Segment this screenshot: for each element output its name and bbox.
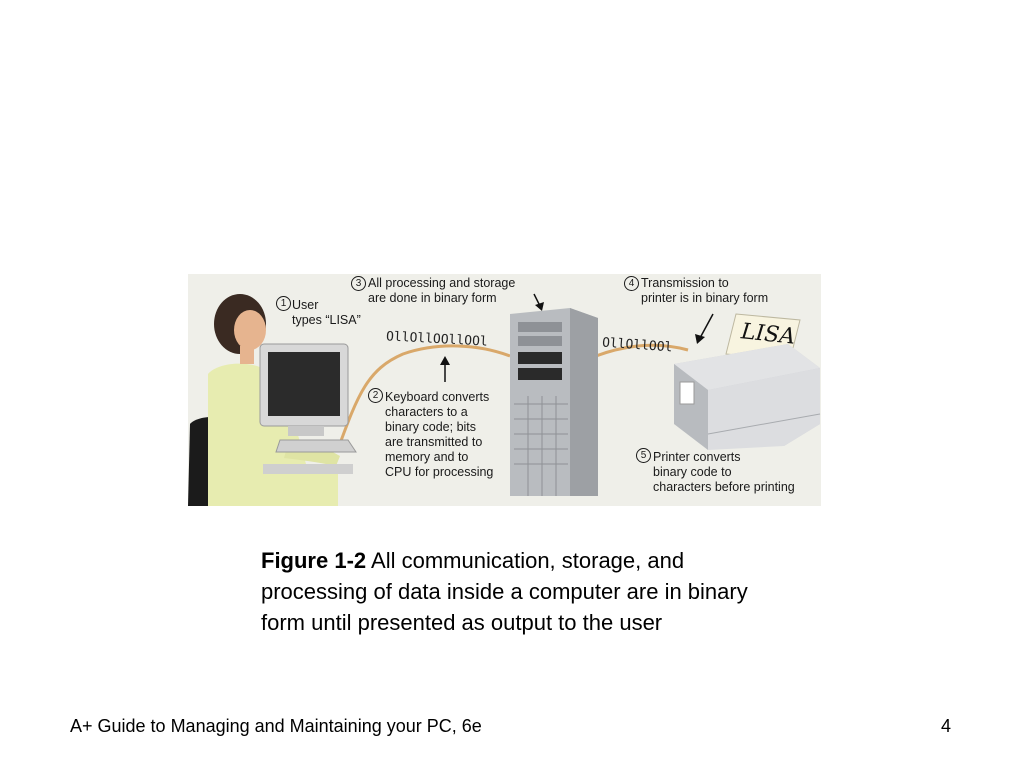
step-4-label: Transmission to printer is in binary for… <box>641 276 769 305</box>
binary-data-flow-illustration: 1 User types “LISA” 3 All processing and… <box>188 274 821 506</box>
keyboard <box>275 439 357 453</box>
desk <box>263 464 353 474</box>
page-number: 4 <box>941 716 952 736</box>
person-face <box>234 310 266 350</box>
arrow-4 <box>699 313 714 339</box>
illustration-artwork <box>188 293 821 506</box>
person-neck <box>240 346 254 364</box>
keyboard-cable <box>336 344 511 450</box>
monitor-screen <box>268 352 340 416</box>
step-4-number: 4 <box>624 276 639 291</box>
monitor-stand <box>288 426 324 436</box>
figure-label: Figure 1-2 <box>261 548 367 573</box>
step-1-label: User types “LISA” <box>292 298 361 327</box>
printer-panel <box>679 381 695 405</box>
step-5-number: 5 <box>636 448 651 463</box>
figure-caption-text: All communication, storage, and processi… <box>261 548 748 635</box>
step-2-label: Keyboard converts characters to a binary… <box>385 390 494 479</box>
step-3-label: All processing and storage are done in b… <box>368 276 516 305</box>
step-2-number: 2 <box>368 388 383 403</box>
step-3-number: 3 <box>351 276 366 291</box>
step-1-number: 1 <box>276 296 291 311</box>
printer-cable <box>595 343 689 358</box>
step-5-label: Printer converts binary code to characte… <box>653 450 795 494</box>
footer-title: A+ Guide to Managing and Maintaining you… <box>70 716 482 736</box>
figure-caption: Figure 1-2 All communication, storage, a… <box>261 545 761 638</box>
drive-bay <box>518 352 562 364</box>
